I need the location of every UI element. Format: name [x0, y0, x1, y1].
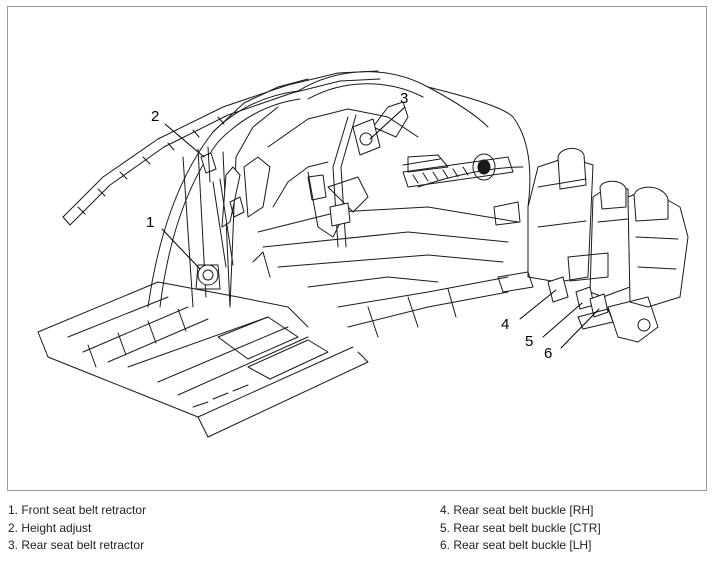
- callout-1: 1: [146, 214, 154, 231]
- roof-rail: [62, 70, 381, 226]
- rear-seat-belt: [307, 114, 381, 248]
- body-side-frame: [147, 78, 309, 308]
- rear-buckles: [547, 276, 614, 330]
- rear-quarter-frame: [267, 71, 489, 238]
- seat-belt-diagram: 1 2 3 4 5 6: [37, 70, 689, 438]
- legend-column-right: 4. Rear seat belt buckle [RH] 5. Rear se…: [440, 502, 601, 555]
- front-floor-pan: [37, 281, 369, 438]
- legend-item-rear-buckle-rh: 4. Rear seat belt buckle [RH]: [440, 503, 594, 517]
- callout-5: 5: [525, 333, 533, 350]
- legend-item-rear-buckle-lh: 6. Rear seat belt buckle [LH]: [440, 538, 592, 552]
- front-seat-belt: [195, 146, 245, 290]
- callout-4: 4: [501, 316, 509, 333]
- legend-item-rear-buckle-ctr: 5. Rear seat belt buckle [CTR]: [440, 520, 601, 535]
- leader-lines: [161, 106, 600, 349]
- legend: 1. Front seat belt retractor 2. Height a…: [0, 502, 715, 558]
- callout-2: 2: [151, 108, 159, 125]
- rear-seat: [497, 148, 689, 343]
- rear-floor-pan: [257, 156, 519, 338]
- rear-side-panel: [402, 86, 531, 226]
- diagram-frame: 1 2 3 4 5 6: [7, 6, 707, 491]
- legend-column-left: 1. Front seat belt retractor 2. Height a…: [8, 502, 146, 555]
- callout-3: 3: [400, 90, 408, 107]
- legend-item-front-seat-belt-retractor: 1. Front seat belt retractor: [8, 503, 147, 517]
- legend-item-height-adjust: 2. Height adjust: [8, 520, 92, 535]
- legend-item-rear-seat-belt-retractor: 3. Rear seat belt retractor: [8, 538, 145, 552]
- callout-6: 6: [544, 345, 552, 362]
